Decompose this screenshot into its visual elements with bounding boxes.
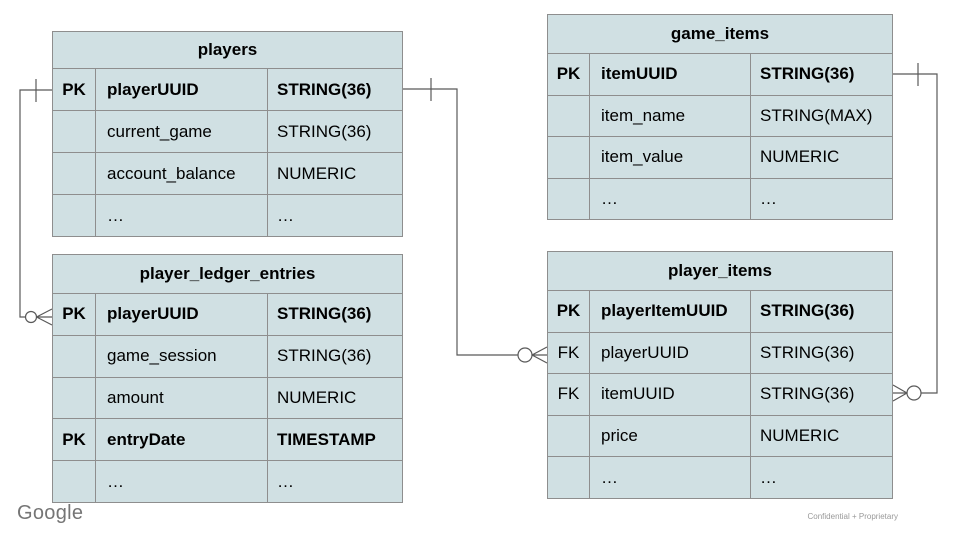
cell-type: STRING(36) — [751, 290, 892, 332]
connector-line — [19, 89, 52, 318]
cell-key — [53, 376, 96, 419]
cardinality-zero-circle — [906, 385, 922, 401]
cell-name: item_value — [590, 136, 751, 178]
cell-type: NUMERIC — [268, 152, 402, 194]
relationship-players-to-player-ledger-entries — [19, 79, 53, 326]
crow-foot-many-icon — [531, 346, 548, 364]
cell-key — [548, 94, 590, 136]
table-row: …… — [53, 194, 402, 236]
cell-key — [548, 414, 590, 457]
crow-foot-many-icon — [36, 308, 53, 326]
cell-name: game_session — [96, 334, 268, 377]
cell-key — [53, 110, 96, 152]
cell-key — [548, 456, 590, 498]
cell-type: STRING(36) — [268, 334, 402, 377]
relationship-game-items-to-player-items — [892, 63, 938, 402]
cell-key — [53, 460, 96, 502]
connector-line — [893, 73, 938, 394]
cell-type: NUMERIC — [751, 136, 892, 178]
cell-name: playerUUID — [96, 68, 268, 110]
cell-type: … — [268, 194, 402, 236]
table-row: …… — [548, 177, 892, 220]
cell-type: STRING(36) — [751, 53, 892, 95]
cell-name: item_name — [590, 94, 751, 136]
cell-key — [548, 136, 590, 178]
cell-name: entryDate — [96, 418, 268, 461]
cell-name: itemUUID — [590, 53, 751, 95]
connector-line — [403, 88, 518, 356]
cell-type: STRING(36) — [751, 331, 892, 374]
cell-key: PK — [53, 418, 96, 461]
relationship-players-to-player-items — [403, 78, 548, 364]
cell-name: … — [96, 460, 268, 502]
cell-type: … — [751, 177, 892, 220]
confidentiality-note: Confidential + Proprietary — [807, 512, 899, 521]
cell-key: PK — [548, 53, 590, 95]
cell-type: STRING(36) — [751, 373, 892, 415]
cell-name: current_game — [96, 110, 268, 152]
cardinality-zero-circle — [517, 347, 533, 363]
cell-type: STRING(36) — [268, 68, 402, 110]
cell-name: amount — [96, 376, 268, 419]
table-title: players — [197, 40, 258, 59]
cell-name: price — [590, 414, 751, 457]
cell-key — [548, 177, 590, 219]
table-title: game_items — [670, 24, 770, 43]
cell-type: TIMESTAMP — [268, 418, 402, 460]
table-row: …… — [53, 460, 402, 502]
cell-name: … — [590, 456, 751, 498]
cardinality-zero-circle — [24, 310, 38, 324]
cell-type: NUMERIC — [751, 414, 892, 457]
google-logo: Google — [17, 502, 84, 524]
cell-key: PK — [53, 68, 96, 110]
cell-type: … — [268, 460, 402, 502]
crow-foot-many-icon — [892, 384, 908, 402]
cell-type: NUMERIC — [268, 376, 402, 419]
cell-type: STRING(36) — [268, 293, 402, 335]
cell-name: playerUUID — [590, 331, 751, 374]
cell-type: STRING(36) — [268, 110, 402, 152]
cell-key: FK — [548, 331, 590, 374]
cell-key: PK — [548, 290, 590, 332]
cell-name: … — [590, 177, 751, 219]
cell-name: account_balance — [96, 152, 268, 194]
cell-type: … — [751, 456, 892, 498]
table-title: player_items — [668, 261, 772, 280]
table-row: …… — [548, 456, 892, 498]
cell-key: PK — [53, 293, 96, 335]
table-title: player_ledger_entries — [139, 264, 316, 283]
cell-name: playerItemUUID — [590, 290, 751, 332]
cell-name: playerUUID — [96, 293, 268, 335]
cell-name: itemUUID — [590, 373, 751, 415]
cell-key — [53, 152, 96, 194]
cell-name: … — [96, 194, 268, 236]
cell-key — [53, 194, 96, 236]
cell-key — [53, 334, 96, 377]
cell-key: FK — [548, 373, 590, 415]
cell-type: STRING(MAX) — [751, 94, 892, 137]
